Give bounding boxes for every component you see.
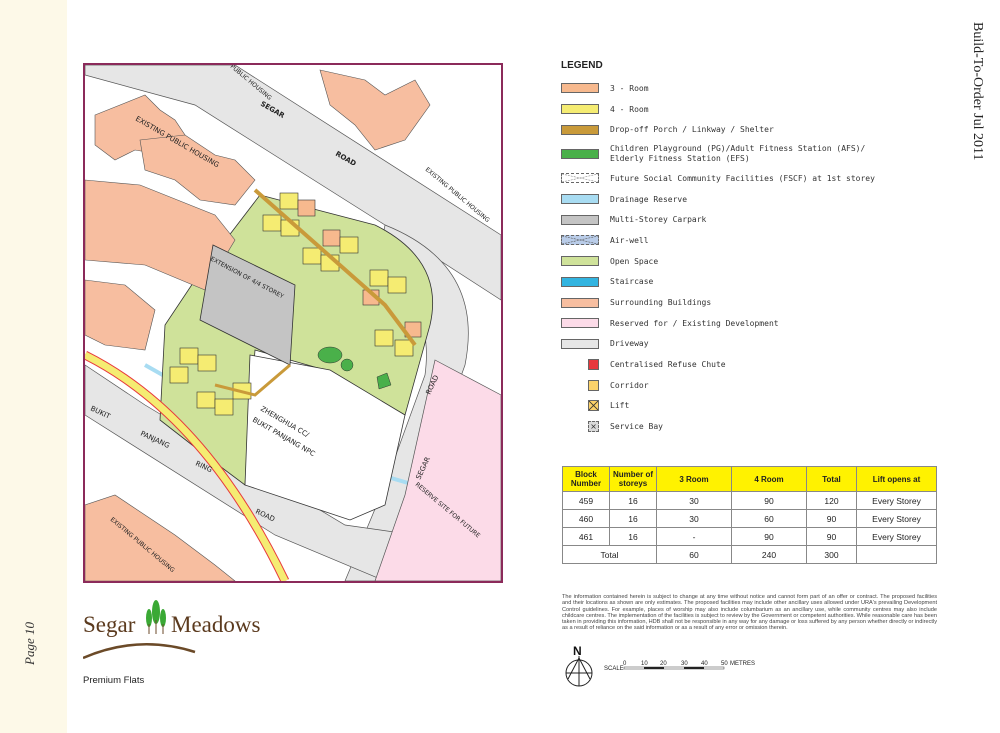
table-header-row: Block Number Number of storeys 3 Room 4 … <box>562 466 937 492</box>
swatch-carpark <box>561 214 599 225</box>
svg-text:10: 10 <box>641 661 648 667</box>
legend-title: LEGEND <box>561 60 603 71</box>
header-4-room: 4 Room <box>731 466 807 492</box>
legend-item-refuse-chute: Centralised Refuse Chute <box>561 354 931 375</box>
legend: LEGEND 3 - Room 4 - Room Drop-off Porch … <box>561 60 931 437</box>
swatch-driveway <box>561 338 599 349</box>
legend-item-drainage: Drainage Reserve <box>561 189 931 210</box>
swatch-reserved <box>561 318 599 329</box>
service-bay-icon <box>588 421 599 433</box>
svg-text:0: 0 <box>623 661 627 667</box>
svg-text:50: 50 <box>721 661 728 667</box>
svg-text:40: 40 <box>701 661 708 667</box>
zhenghua-cc <box>244 354 406 521</box>
swatch-3-room <box>561 83 599 94</box>
disclaimer-text: The information contained herein is subj… <box>562 594 937 632</box>
legend-item-carpark: Multi-Storey Carpark <box>561 209 931 230</box>
swatch-fscf-cross-icon <box>561 173 599 184</box>
swatch-open-space <box>561 256 599 267</box>
site-plan-map: SEGAR ROAD EXISTING PUBLIC HOUSING PUBLI… <box>83 63 503 583</box>
swatch-surrounding <box>561 297 599 308</box>
legend-item-lift: Lift <box>561 396 931 417</box>
legend-item-corridor: Corridor <box>561 375 931 396</box>
logo-text-meadows: Meadows <box>171 612 261 637</box>
legend-item-reserved: Reserved for / Existing Development <box>561 313 931 334</box>
legend-item-driveway: Driveway <box>561 334 931 355</box>
block-458 <box>139 134 256 206</box>
swatch-refuse-chute <box>588 359 599 371</box>
block-430-432 <box>85 494 236 581</box>
left-margin-strip <box>0 0 67 733</box>
legend-item-fscf: Future Social Community Facilities (FSCF… <box>561 168 931 189</box>
svg-text:20: 20 <box>660 661 667 667</box>
legend-item-drop-off: Drop-off Porch / Linkway / Shelter <box>561 119 931 140</box>
segar-meadows-logo: Segar Meadows <box>83 600 263 670</box>
header-3-room: 3 Room <box>656 466 732 492</box>
svg-text:N: N <box>573 644 582 658</box>
svg-text:30: 30 <box>681 661 688 667</box>
tagline: Premium Flats <box>83 675 145 686</box>
swatch-staircase <box>561 276 599 287</box>
swatch-drop-off <box>561 124 599 135</box>
segar-road-north <box>85 65 501 301</box>
legend-item-staircase: Staircase <box>561 272 931 293</box>
header-storeys: Number of storeys <box>609 466 657 492</box>
hill-arc-icon <box>83 643 196 660</box>
legend-item-air-well: Air-well <box>561 230 931 251</box>
legend-item-3-room: 3 - Room <box>561 78 931 99</box>
swatch-drainage <box>561 194 599 205</box>
logo-text-segar: Segar <box>83 612 136 637</box>
unit-distribution-table: Block Number Number of storeys 3 Room 4 … <box>562 466 937 564</box>
block-464-473 <box>319 69 431 151</box>
legend-item-open-space: Open Space <box>561 251 931 272</box>
side-title: Build-To-Order Jul 2011 <box>970 22 985 161</box>
north-arrow-icon: N <box>563 644 597 693</box>
legend-item-surrounding: Surrounding Buildings <box>561 292 931 313</box>
legend-item-service-bay: Service Bay <box>561 416 931 437</box>
page-number: Page 10 <box>22 622 37 665</box>
legend-item-playground: Children Playground (PG)/Adult Fitness S… <box>561 140 931 168</box>
legend-item-4-room: 4 - Room <box>561 99 931 120</box>
swatch-4-room <box>561 104 599 115</box>
block-455 <box>85 279 156 351</box>
trees-icon <box>146 600 166 634</box>
table-total-row: Total 60 240 300 <box>562 545 937 564</box>
header-block-number: Block Number <box>562 466 610 492</box>
svg-text:SCALE: SCALE <box>604 666 624 672</box>
header-total: Total <box>806 466 857 492</box>
swatch-corridor <box>588 379 599 391</box>
reserve-site <box>374 359 501 581</box>
swatch-playground <box>561 149 599 160</box>
swatch-air-well-cross-icon <box>561 235 599 246</box>
scale-bar: SCALE 0 10 20 30 40 50 METRES <box>604 658 764 679</box>
lift-icon <box>588 400 599 412</box>
svg-text:METRES: METRES <box>730 661 755 667</box>
header-lift-opens-at: Lift opens at <box>856 466 937 492</box>
